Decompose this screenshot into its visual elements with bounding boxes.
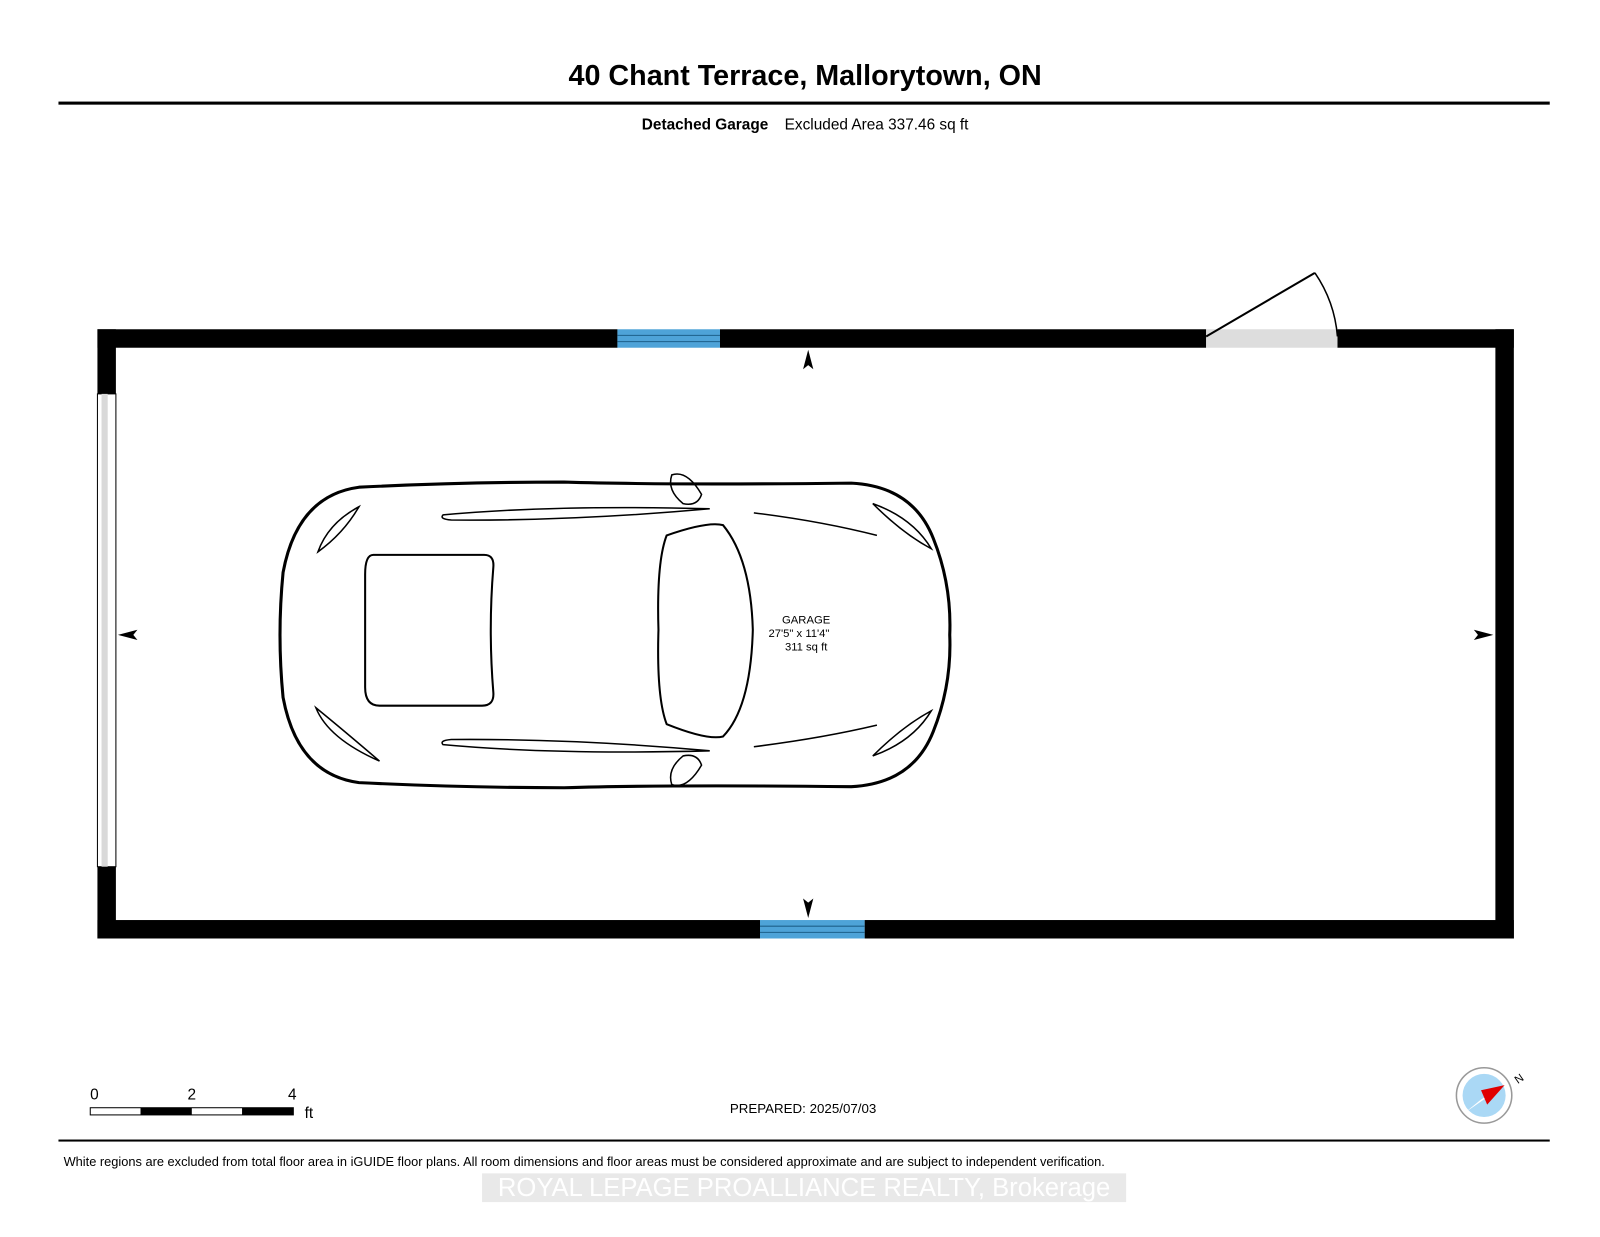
room-area: 311 sq ft <box>785 641 828 653</box>
walls <box>97 329 1514 939</box>
scale-tick-4: 4 <box>288 1087 297 1104</box>
watermark-bg <box>482 1173 1127 1203</box>
room-name: GARAGE <box>782 615 831 627</box>
level-summary: Detached Garage Excluded Area 337.46 sq f… <box>642 116 969 133</box>
dimension-arrows <box>117 349 1494 918</box>
compass-north-label: N <box>1513 1072 1527 1086</box>
garage-door-opening <box>96 393 117 868</box>
room-label-garage: GARAGE 27'5" x 11'4" 311 sq ft <box>768 615 830 654</box>
level-name: Detached Garage <box>642 116 769 133</box>
page-title: 40 Chant Terrace, Mallorytown, ON <box>569 60 1042 92</box>
footer-divider <box>58 1139 1550 1142</box>
scale-bar: 0 2 4 ft <box>89 1087 314 1122</box>
window-bottom <box>759 920 865 939</box>
entry-door <box>1205 271 1339 348</box>
window-top <box>617 329 720 348</box>
title-divider <box>58 101 1550 105</box>
prepared-date: PREPARED: 2025/07/03 <box>730 1101 876 1116</box>
room-dimensions: 27'5" x 11'4" <box>768 628 829 640</box>
scale-tick-2: 2 <box>188 1087 197 1104</box>
area-summary: Excluded Area 337.46 sq ft <box>785 116 969 133</box>
watermark: ROYAL LEPAGE PROALLIANCE REALTY, Brokera… <box>498 1174 1110 1202</box>
scale-unit: ft <box>305 1105 314 1122</box>
scale-tick-0: 0 <box>90 1087 99 1104</box>
disclaimer: White regions are excluded from total fl… <box>64 1154 1105 1169</box>
car-icon <box>278 473 952 790</box>
compass-icon: N <box>1455 1066 1527 1124</box>
